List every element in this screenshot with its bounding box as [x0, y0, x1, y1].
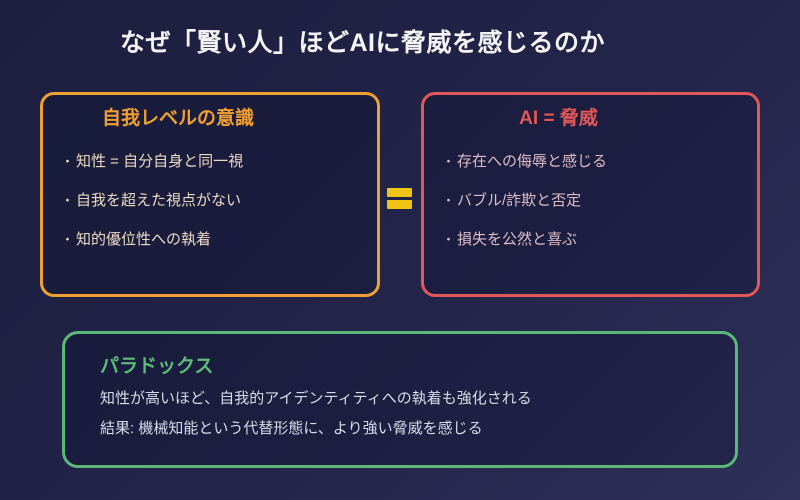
paradox-line: 結果: 機械知能という代替形態に、より強い脅威を感じる [100, 420, 483, 437]
list-item-text: 知性 = 自分自身と同一視 [76, 153, 244, 170]
list-item-text: 自我を超えた視点がない [76, 192, 242, 209]
list-item: ・ バブル/詐欺と否定 [442, 192, 757, 209]
list-item: ・ 損失を公然と喜ぶ [442, 231, 757, 248]
equals-symbol-text: = [387, 212, 388, 213]
equals-bar-bottom [387, 200, 412, 209]
equals-bar-top [387, 188, 412, 197]
ego-box-list: ・ 知性 = 自分自身と同一視 ・ 自我を超えた視点がない ・ 知的優位性への執… [43, 153, 377, 248]
bullet-dot-icon: ・ [442, 232, 456, 247]
paradox-line: 知性が高いほど、自我的アイデンティティへの執着も強化される [100, 390, 532, 407]
list-item-text: 存在への侮辱と感じる [457, 153, 608, 170]
bullet-dot-icon: ・ [61, 154, 75, 169]
bullet-dot-icon: ・ [442, 154, 456, 169]
threat-box-list: ・ 存在への侮辱と感じる ・ バブル/詐欺と否定 ・ 損失を公然と喜ぶ [424, 153, 757, 248]
bullet-dot-icon: ・ [61, 232, 75, 247]
ego-box: 自我レベルの意識 ・ 知性 = 自分自身と同一視 ・ 自我を超えた視点がない ・… [40, 92, 380, 297]
list-item: ・ 知性 = 自分自身と同一視 [61, 153, 377, 170]
bullet-dot-icon: ・ [61, 193, 75, 208]
list-item: ・ 存在への侮辱と感じる [442, 153, 757, 170]
list-item-text: 知的優位性への執着 [76, 231, 212, 248]
list-item: ・ 知的優位性への執着 [61, 231, 377, 248]
ego-box-title: 自我レベルの意識 [101, 108, 254, 129]
threat-box-title: AI = 脅威 [519, 108, 598, 129]
list-item: ・ 自我を超えた視点がない [61, 192, 377, 209]
list-item-text: バブル/詐欺と否定 [457, 192, 582, 209]
bullet-dot-icon: ・ [442, 193, 456, 208]
page-title: なぜ「賢い人」ほどAIに脅威を感じるのか [120, 29, 606, 57]
equals-icon: = [387, 188, 412, 212]
threat-box: AI = 脅威 ・ 存在への侮辱と感じる ・ バブル/詐欺と否定 ・ 損失を公然… [421, 92, 760, 297]
list-item-text: 損失を公然と喜ぶ [457, 231, 578, 248]
paradox-box-title: パラドックス [100, 356, 214, 377]
paradox-box: パラドックス 知性が高いほど、自我的アイデンティティへの執着も強化される 結果:… [62, 331, 738, 468]
